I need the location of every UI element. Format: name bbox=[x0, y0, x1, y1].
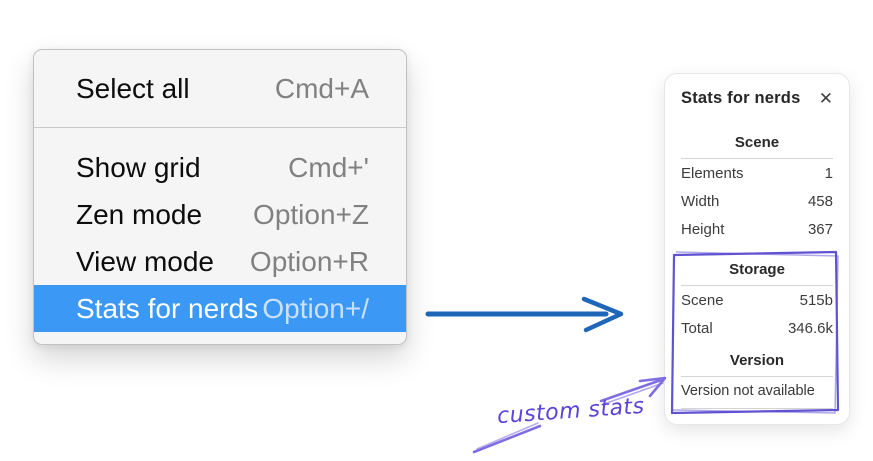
stat-label: Width bbox=[681, 192, 720, 210]
section-heading-scene: Scene bbox=[734, 134, 780, 151]
stat-value: 515b bbox=[799, 291, 833, 309]
stat-row-scene-size: Scene 515b bbox=[681, 286, 833, 314]
stat-label: Total bbox=[681, 319, 713, 337]
menu-item-show-grid[interactable]: Show grid Cmd+' bbox=[34, 144, 406, 191]
menu-item-shortcut: Option+Z bbox=[253, 198, 369, 230]
stat-row-elements: Elements 1 bbox=[681, 159, 833, 187]
stats-panel-title: Stats for nerds bbox=[681, 88, 801, 107]
menu-item-shortcut: Option+/ bbox=[262, 292, 369, 324]
menu-item-shortcut: Cmd+' bbox=[288, 151, 369, 183]
menu-item-label: Zen mode bbox=[76, 198, 203, 230]
pointer-arrow bbox=[425, 296, 624, 333]
menu-item-label: Select all bbox=[76, 72, 190, 104]
stat-value: 367 bbox=[807, 220, 833, 238]
divider bbox=[681, 158, 833, 159]
version-note: Version not available bbox=[681, 383, 815, 399]
stat-row-width: Width 458 bbox=[681, 187, 833, 215]
section-heading-version: Version bbox=[729, 352, 785, 369]
stat-value: 1 bbox=[824, 164, 833, 182]
menu-divider bbox=[34, 127, 406, 128]
stat-label: Height bbox=[681, 220, 725, 238]
close-icon: ✕ bbox=[818, 88, 833, 108]
stat-value: 346.6k bbox=[787, 319, 833, 337]
stat-value: 458 bbox=[807, 192, 833, 210]
context-menu: Select all Cmd+A Show grid Cmd+' Zen mod… bbox=[33, 49, 407, 345]
menu-item-shortcut: Option+R bbox=[249, 245, 369, 277]
menu-item-view-mode[interactable]: View mode Option+R bbox=[34, 238, 406, 285]
menu-item-label: View mode bbox=[76, 245, 215, 277]
divider bbox=[681, 408, 833, 409]
menu-item-zen-mode[interactable]: Zen mode Option+Z bbox=[34, 191, 406, 238]
stats-close-button[interactable]: ✕ bbox=[819, 90, 833, 107]
menu-item-label: Show grid bbox=[76, 151, 201, 183]
menu-item-label: Stats for nerds bbox=[76, 292, 259, 324]
stats-panel: Stats for nerds ✕ Scene Elements 1 Width… bbox=[664, 73, 850, 425]
menu-item-shortcut: Cmd+A bbox=[274, 72, 369, 104]
menu-item-select-all[interactable]: Select all Cmd+A bbox=[76, 50, 369, 127]
menu-item-stats-for-nerds[interactable]: Stats for nerds Option+/ bbox=[34, 285, 406, 332]
stat-label: Elements bbox=[681, 164, 744, 182]
stat-label: Scene bbox=[681, 291, 724, 309]
section-heading-storage: Storage bbox=[729, 261, 785, 278]
custom-stats-annotation: custom stats bbox=[496, 393, 646, 430]
stat-row-total-size: Total 346.6k bbox=[681, 314, 833, 342]
divider bbox=[681, 376, 833, 377]
stat-row-height: Height 367 bbox=[681, 215, 833, 243]
